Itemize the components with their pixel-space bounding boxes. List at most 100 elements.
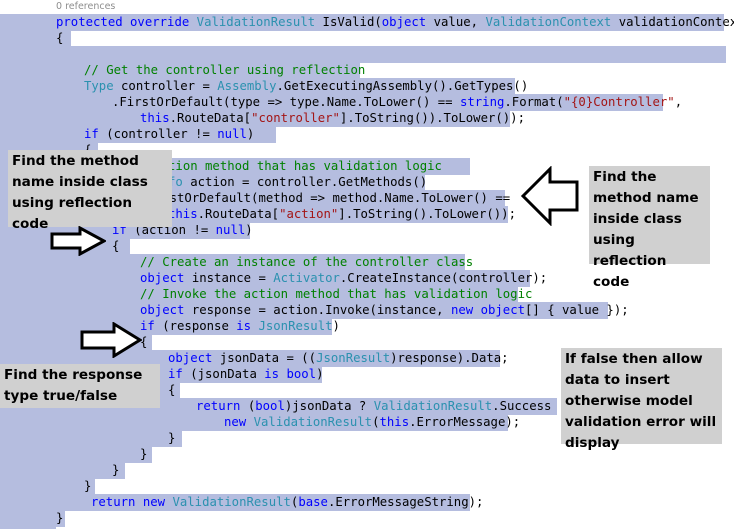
code-line-8: if (controller != null): [0, 126, 254, 142]
code-token: ): [246, 127, 255, 141]
code-token: ): [316, 367, 324, 381]
code-line-30: }: [0, 478, 91, 494]
code-line-26: new ValidationResult(this.ErrorMessage);: [0, 414, 520, 430]
callout-validation: If false then allow data to insert other…: [561, 348, 722, 451]
code-token: action = controller.GetMethods(): [182, 175, 428, 189]
code-token: null: [217, 127, 247, 141]
callout-right-method: Find the method name inside class using …: [589, 166, 710, 290]
code-token: Activator: [273, 271, 340, 285]
code-token: {: [168, 383, 176, 397]
code-token: .FirstOrDefault(method => method.Name.To…: [140, 191, 511, 205]
codelens-references[interactable]: 0 references: [56, 1, 116, 12]
code-token: object: [480, 303, 525, 317]
code-token: }: [168, 431, 176, 445]
code-line-24: {: [0, 382, 175, 398]
code-token: (controller !=: [98, 127, 218, 141]
code-token: ValidationResult: [196, 15, 316, 29]
code-token: ].ToString()).ToLower());: [339, 111, 525, 125]
code-token: bool: [255, 399, 285, 413]
code-token: JsonResult: [258, 319, 333, 333]
code-token: [135, 495, 142, 509]
code-token: if: [84, 127, 99, 141]
code-token: }: [112, 463, 120, 477]
code-token: if: [140, 319, 155, 333]
code-comment: // Invoke the action method that has val…: [140, 287, 533, 301]
code-token: controller =: [113, 79, 218, 93]
code-token: IsValid(: [315, 15, 382, 29]
code-token: ): [245, 223, 253, 237]
code-token: [] { value });: [525, 303, 629, 317]
code-token: {: [140, 335, 148, 349]
code-line-19: object response = action.Invoke(instance…: [0, 302, 629, 318]
arrow-right-icon: [80, 322, 142, 358]
code-token: return: [196, 399, 241, 413]
code-token: ValidationContext: [485, 15, 612, 29]
code-line-1: protected override ValidationResult IsVa…: [0, 14, 734, 30]
code-string: "{0}Controller": [563, 95, 675, 109]
code-token: )response).Data;: [390, 351, 509, 365]
code-token: (response: [154, 319, 237, 333]
code-token: .Success :: [492, 399, 567, 413]
code-line-20: if (response is JsonResult): [0, 318, 340, 334]
code-token: this: [168, 207, 198, 221]
code-token: new: [450, 303, 474, 317]
arrow-right-icon: [50, 226, 106, 256]
code-line-4: // Get the controller using reflection: [0, 62, 365, 78]
code-token: }: [56, 511, 64, 525]
code-line-28: }: [0, 446, 147, 462]
code-token: {: [112, 239, 120, 253]
code-token: ].ToString().ToLower());: [338, 207, 516, 221]
code-token: .FirstOrDefault(type => type.Name.ToLowe…: [112, 95, 460, 109]
code-token: null: [215, 223, 246, 237]
code-token: ,: [674, 95, 683, 109]
code-line-16: // Create an instance of the controller …: [0, 254, 473, 270]
code-token: this: [379, 415, 410, 429]
code-token: base: [298, 495, 328, 509]
code-comment: // Get the controller using reflection: [84, 63, 366, 77]
code-token: Assembly: [217, 79, 277, 93]
code-string: "action": [279, 207, 339, 221]
code-token: jsonData = ((: [212, 351, 317, 365]
code-token: Type: [84, 79, 114, 93]
code-token: ValidationResult: [172, 495, 291, 509]
code-token: bool: [286, 367, 317, 381]
code-token: string: [459, 95, 505, 109]
code-line-17: object instance = Activator.CreateInstan…: [0, 270, 547, 286]
code-line-7: this.RouteData["controller"].ToString())…: [0, 110, 525, 126]
code-token: is: [264, 367, 280, 381]
code-token: .ErrorMessageString);: [327, 495, 484, 509]
code-line-32: }: [0, 510, 63, 526]
code-line-6: .FirstOrDefault(type => type.Name.ToLowe…: [0, 94, 682, 110]
code-token: this: [140, 111, 170, 125]
code-line-15: {: [0, 238, 119, 254]
code-line-27: }: [0, 430, 175, 446]
code-token: object: [168, 351, 213, 365]
code-token: .ErrorMessage);: [409, 415, 521, 429]
code-token: .RouteData[: [197, 207, 280, 221]
code-line-2: {: [0, 30, 63, 46]
code-token: [473, 303, 480, 317]
callout-left-method: Find the method name inside class using …: [8, 150, 172, 232]
code-token: value,: [426, 15, 486, 29]
code-token: .GetExecutingAssembly().GetTypes(): [276, 79, 529, 93]
code-token: is: [236, 319, 252, 333]
callout-response: Find the response type true/false: [0, 364, 160, 408]
code-line-29: }: [0, 462, 119, 478]
code-token: object: [381, 15, 427, 29]
code-token: (jsonData: [182, 367, 265, 381]
code-token: validationContext): [618, 15, 734, 29]
code-token: ): [332, 319, 340, 333]
code-line-14: if (action != null): [0, 222, 253, 238]
code-token: (: [290, 495, 299, 509]
code-token: (: [372, 415, 380, 429]
code-token: object: [140, 271, 185, 285]
code-line-22: object jsonData = ((JsonResult)response)…: [0, 350, 509, 366]
code-token: )jsonData ?: [284, 399, 374, 413]
code-line-5: Type controller = Assembly.GetExecutingA…: [0, 78, 528, 94]
code-line-13: this.RouteData["action"].ToString().ToLo…: [0, 206, 516, 222]
code-line-31: return new ValidationResult(base.ErrorMe…: [0, 494, 483, 510]
arrow-left-icon: [520, 166, 579, 226]
code-comment: // Create an instance of the controller …: [140, 255, 474, 269]
code-line-21: {: [0, 334, 147, 350]
code-line-18: // Invoke the action method that has val…: [0, 286, 532, 302]
